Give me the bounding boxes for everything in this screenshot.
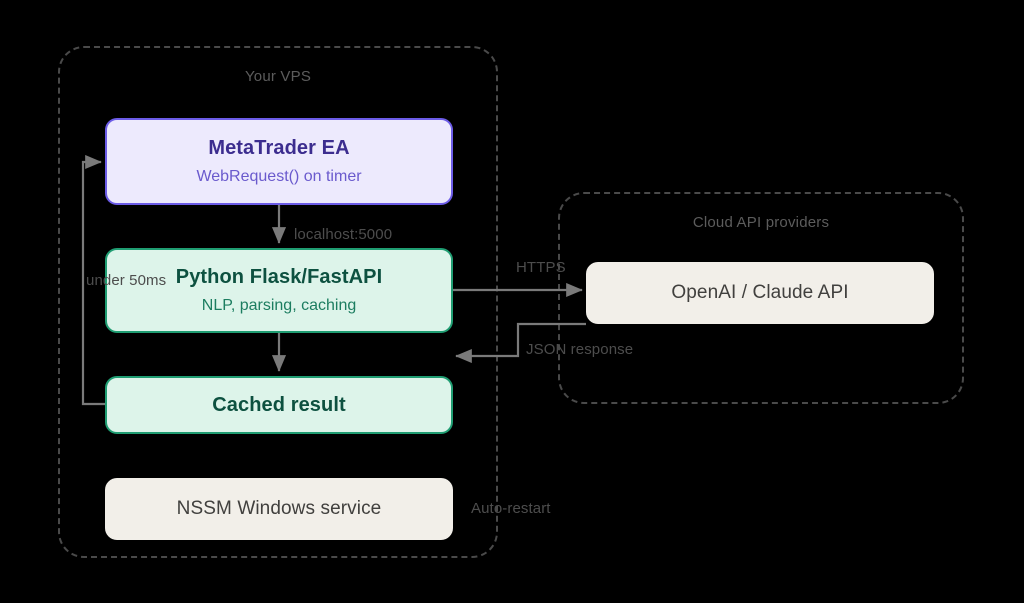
group-cloud-api-providers-label: Cloud API providers <box>692 214 830 231</box>
edge-label-auto-restart: Auto-restart <box>471 500 551 517</box>
node-cached-result[interactable]: Cached result <box>105 376 453 434</box>
node-cached-result-title: Cached result <box>212 393 346 416</box>
group-your-vps-label: Your VPS <box>244 68 312 85</box>
node-python-flask-fastapi-subtitle: NLP, parsing, caching <box>201 297 357 314</box>
node-nssm-windows-service[interactable]: NSSM Windows service <box>105 478 453 540</box>
group-your-vps: Your VPS <box>58 46 498 558</box>
edge-label-https: HTTPS <box>516 259 566 276</box>
group-cloud-api-providers: Cloud API providers <box>558 192 964 404</box>
node-nssm-windows-service-title: NSSM Windows service <box>176 498 382 520</box>
node-metatrader-ea-subtitle: WebRequest() on timer <box>196 168 362 185</box>
edge-label-json-response: JSON response <box>526 341 634 358</box>
edge-label-under-50ms: under 50ms <box>86 272 167 289</box>
node-python-flask-fastapi[interactable]: Python Flask/FastAPI NLP, parsing, cachi… <box>105 248 453 333</box>
node-metatrader-ea-title: MetaTrader EA <box>208 137 350 159</box>
node-python-flask-fastapi-title: Python Flask/FastAPI <box>175 266 383 288</box>
node-openai-claude-api-title: OpenAI / Claude API <box>671 282 849 304</box>
node-metatrader-ea[interactable]: MetaTrader EA WebRequest() on timer <box>105 118 453 205</box>
node-openai-claude-api[interactable]: OpenAI / Claude API <box>586 262 934 324</box>
edge-label-localhost-5000: localhost:5000 <box>294 226 393 243</box>
